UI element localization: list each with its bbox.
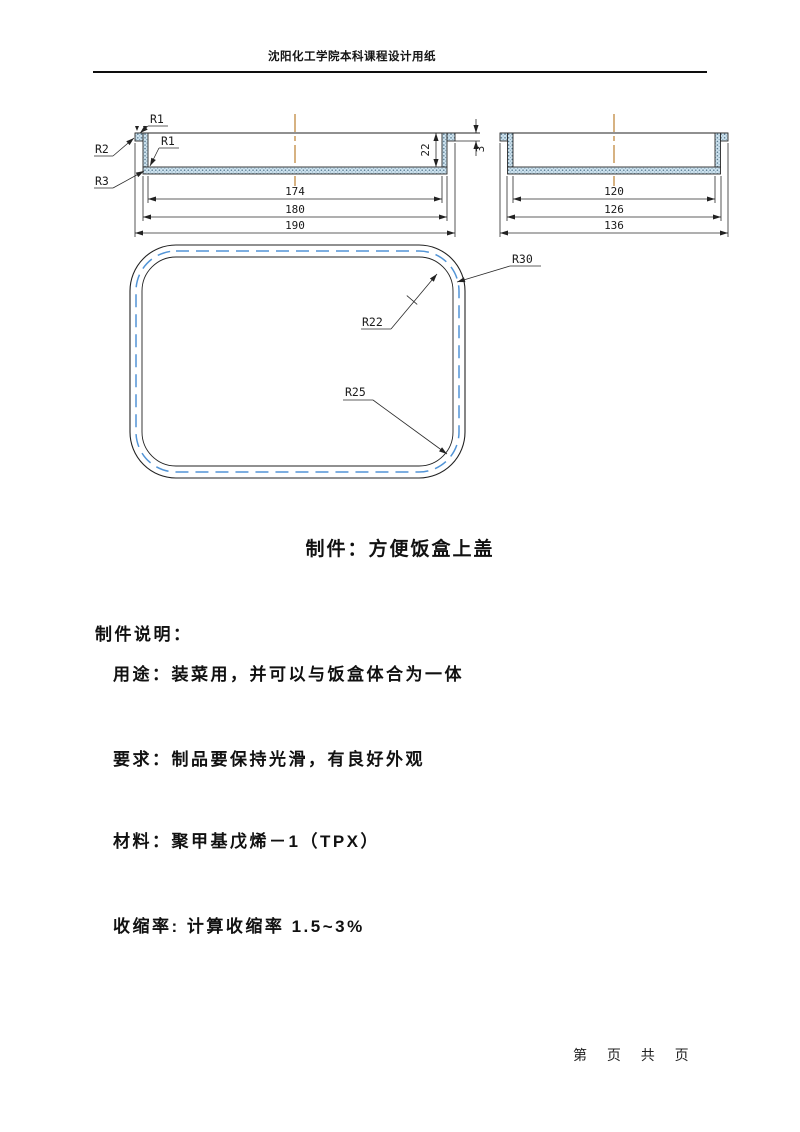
- r2-text: R2: [95, 142, 109, 156]
- top-view: R30 R22 R25: [129, 244, 541, 479]
- side-section-hatch: [499, 132, 729, 175]
- top-view-outer-outline: [129, 244, 466, 479]
- dim-126-value: 126: [604, 203, 624, 216]
- r22-text: R22: [362, 315, 383, 329]
- radius-label-r22: R22: [361, 273, 438, 330]
- part-caption: 制件：方便饭盒上盖: [305, 539, 495, 560]
- front-section-view: 22 3 R1 R2 R1: [94, 112, 487, 237]
- dim-136-value: 136: [604, 219, 624, 232]
- note-usage-line: 用途：装菜用，并可以与饭盒体合为一体: [113, 665, 464, 684]
- radius-label-r1-top: R1: [139, 112, 168, 134]
- top-view-inner-outline: [141, 256, 454, 467]
- dim-136: 136: [499, 143, 729, 237]
- dim-180: 180: [142, 176, 448, 221]
- dim-190: 190: [134, 143, 456, 237]
- dim-126: 126: [506, 176, 722, 221]
- dim-174-value: 174: [285, 185, 305, 198]
- top-view-phantom-line: [135, 250, 460, 473]
- dim-lip-value: 3: [474, 146, 487, 153]
- footer-page-label: 第 页 共 页: [573, 1047, 697, 1063]
- r1-top-text: R1: [150, 112, 164, 126]
- radius-label-r25: R25: [343, 385, 448, 455]
- page-header-title: 沈阳化工学院本科课程设计用纸: [268, 51, 436, 63]
- dim-180-value: 180: [285, 203, 305, 216]
- note-shrinkage-line: 收缩率: 计算收缩率 1.5~3%: [113, 917, 365, 936]
- r25-text: R25: [345, 385, 366, 399]
- radius-label-r2: R2: [94, 137, 135, 157]
- dim-190-value: 190: [285, 219, 305, 232]
- dim-120: 120: [512, 176, 716, 203]
- r22-center-tick: [406, 295, 418, 305]
- note-material-line: 材料：聚甲基戊烯－1（TPX）: [113, 832, 381, 851]
- dim-120-value: 120: [604, 185, 624, 198]
- dim-lip-3: 3: [455, 119, 487, 156]
- header-rule: [93, 71, 707, 73]
- r30-text: R30: [512, 252, 533, 266]
- r1-inner-text: R1: [161, 134, 175, 148]
- dim-depth-value: 22: [419, 143, 432, 156]
- notes-heading: 制件说明：: [95, 625, 193, 644]
- side-section-view: 120 126 136: [499, 114, 729, 237]
- part-drawing: 22 3 R1 R2 R1: [94, 112, 729, 479]
- front-section-hatch: [134, 132, 456, 175]
- radius-label-r3: R3: [94, 170, 145, 189]
- r3-text: R3: [95, 174, 109, 188]
- radius-label-r30: R30: [456, 252, 541, 283]
- radius-label-r1-inner: R1: [149, 134, 179, 167]
- dim-depth-22: 22: [419, 133, 439, 167]
- dim-174: 174: [147, 176, 443, 203]
- note-requirement-line: 要求：制品要保持光滑，有良好外观: [113, 750, 425, 769]
